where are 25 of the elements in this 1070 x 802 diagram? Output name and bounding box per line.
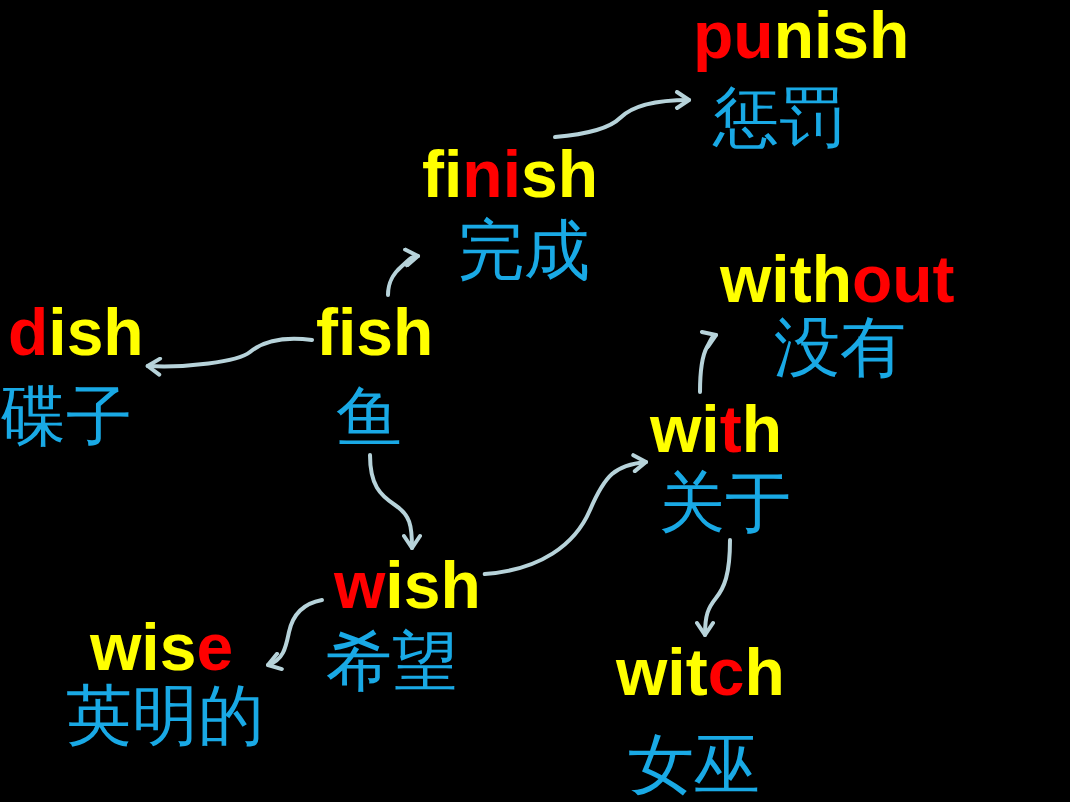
curved-arrow bbox=[145, 336, 314, 377]
chinese-translation: 英明的 bbox=[66, 683, 264, 749]
curved-arrow bbox=[386, 247, 420, 297]
curved-arrow bbox=[695, 538, 732, 637]
chinese-translation: 没有 bbox=[774, 315, 906, 381]
curved-arrow bbox=[266, 598, 324, 671]
chinese-translation: 女巫 bbox=[628, 732, 760, 798]
curved-arrow bbox=[482, 453, 648, 576]
curved-arrow bbox=[698, 330, 718, 394]
chinese-translation: 完成 bbox=[458, 218, 590, 284]
english-word: without bbox=[720, 246, 955, 312]
chinese-translation: 希望 bbox=[326, 629, 458, 695]
chinese-translation: 关于 bbox=[659, 470, 791, 536]
chinese-translation: 鱼 bbox=[336, 385, 402, 451]
curved-arrow bbox=[553, 90, 691, 139]
chinese-translation: 碟子 bbox=[0, 384, 132, 450]
english-word: dish bbox=[8, 299, 144, 365]
english-word: with bbox=[650, 396, 782, 462]
english-word: witch bbox=[616, 639, 785, 705]
english-word: finish bbox=[422, 141, 598, 207]
english-word: fish bbox=[316, 299, 434, 365]
curved-arrow bbox=[368, 453, 422, 550]
english-word: wish bbox=[334, 552, 481, 618]
english-word: wise bbox=[90, 614, 234, 680]
chinese-translation: 惩罚 bbox=[713, 85, 845, 151]
